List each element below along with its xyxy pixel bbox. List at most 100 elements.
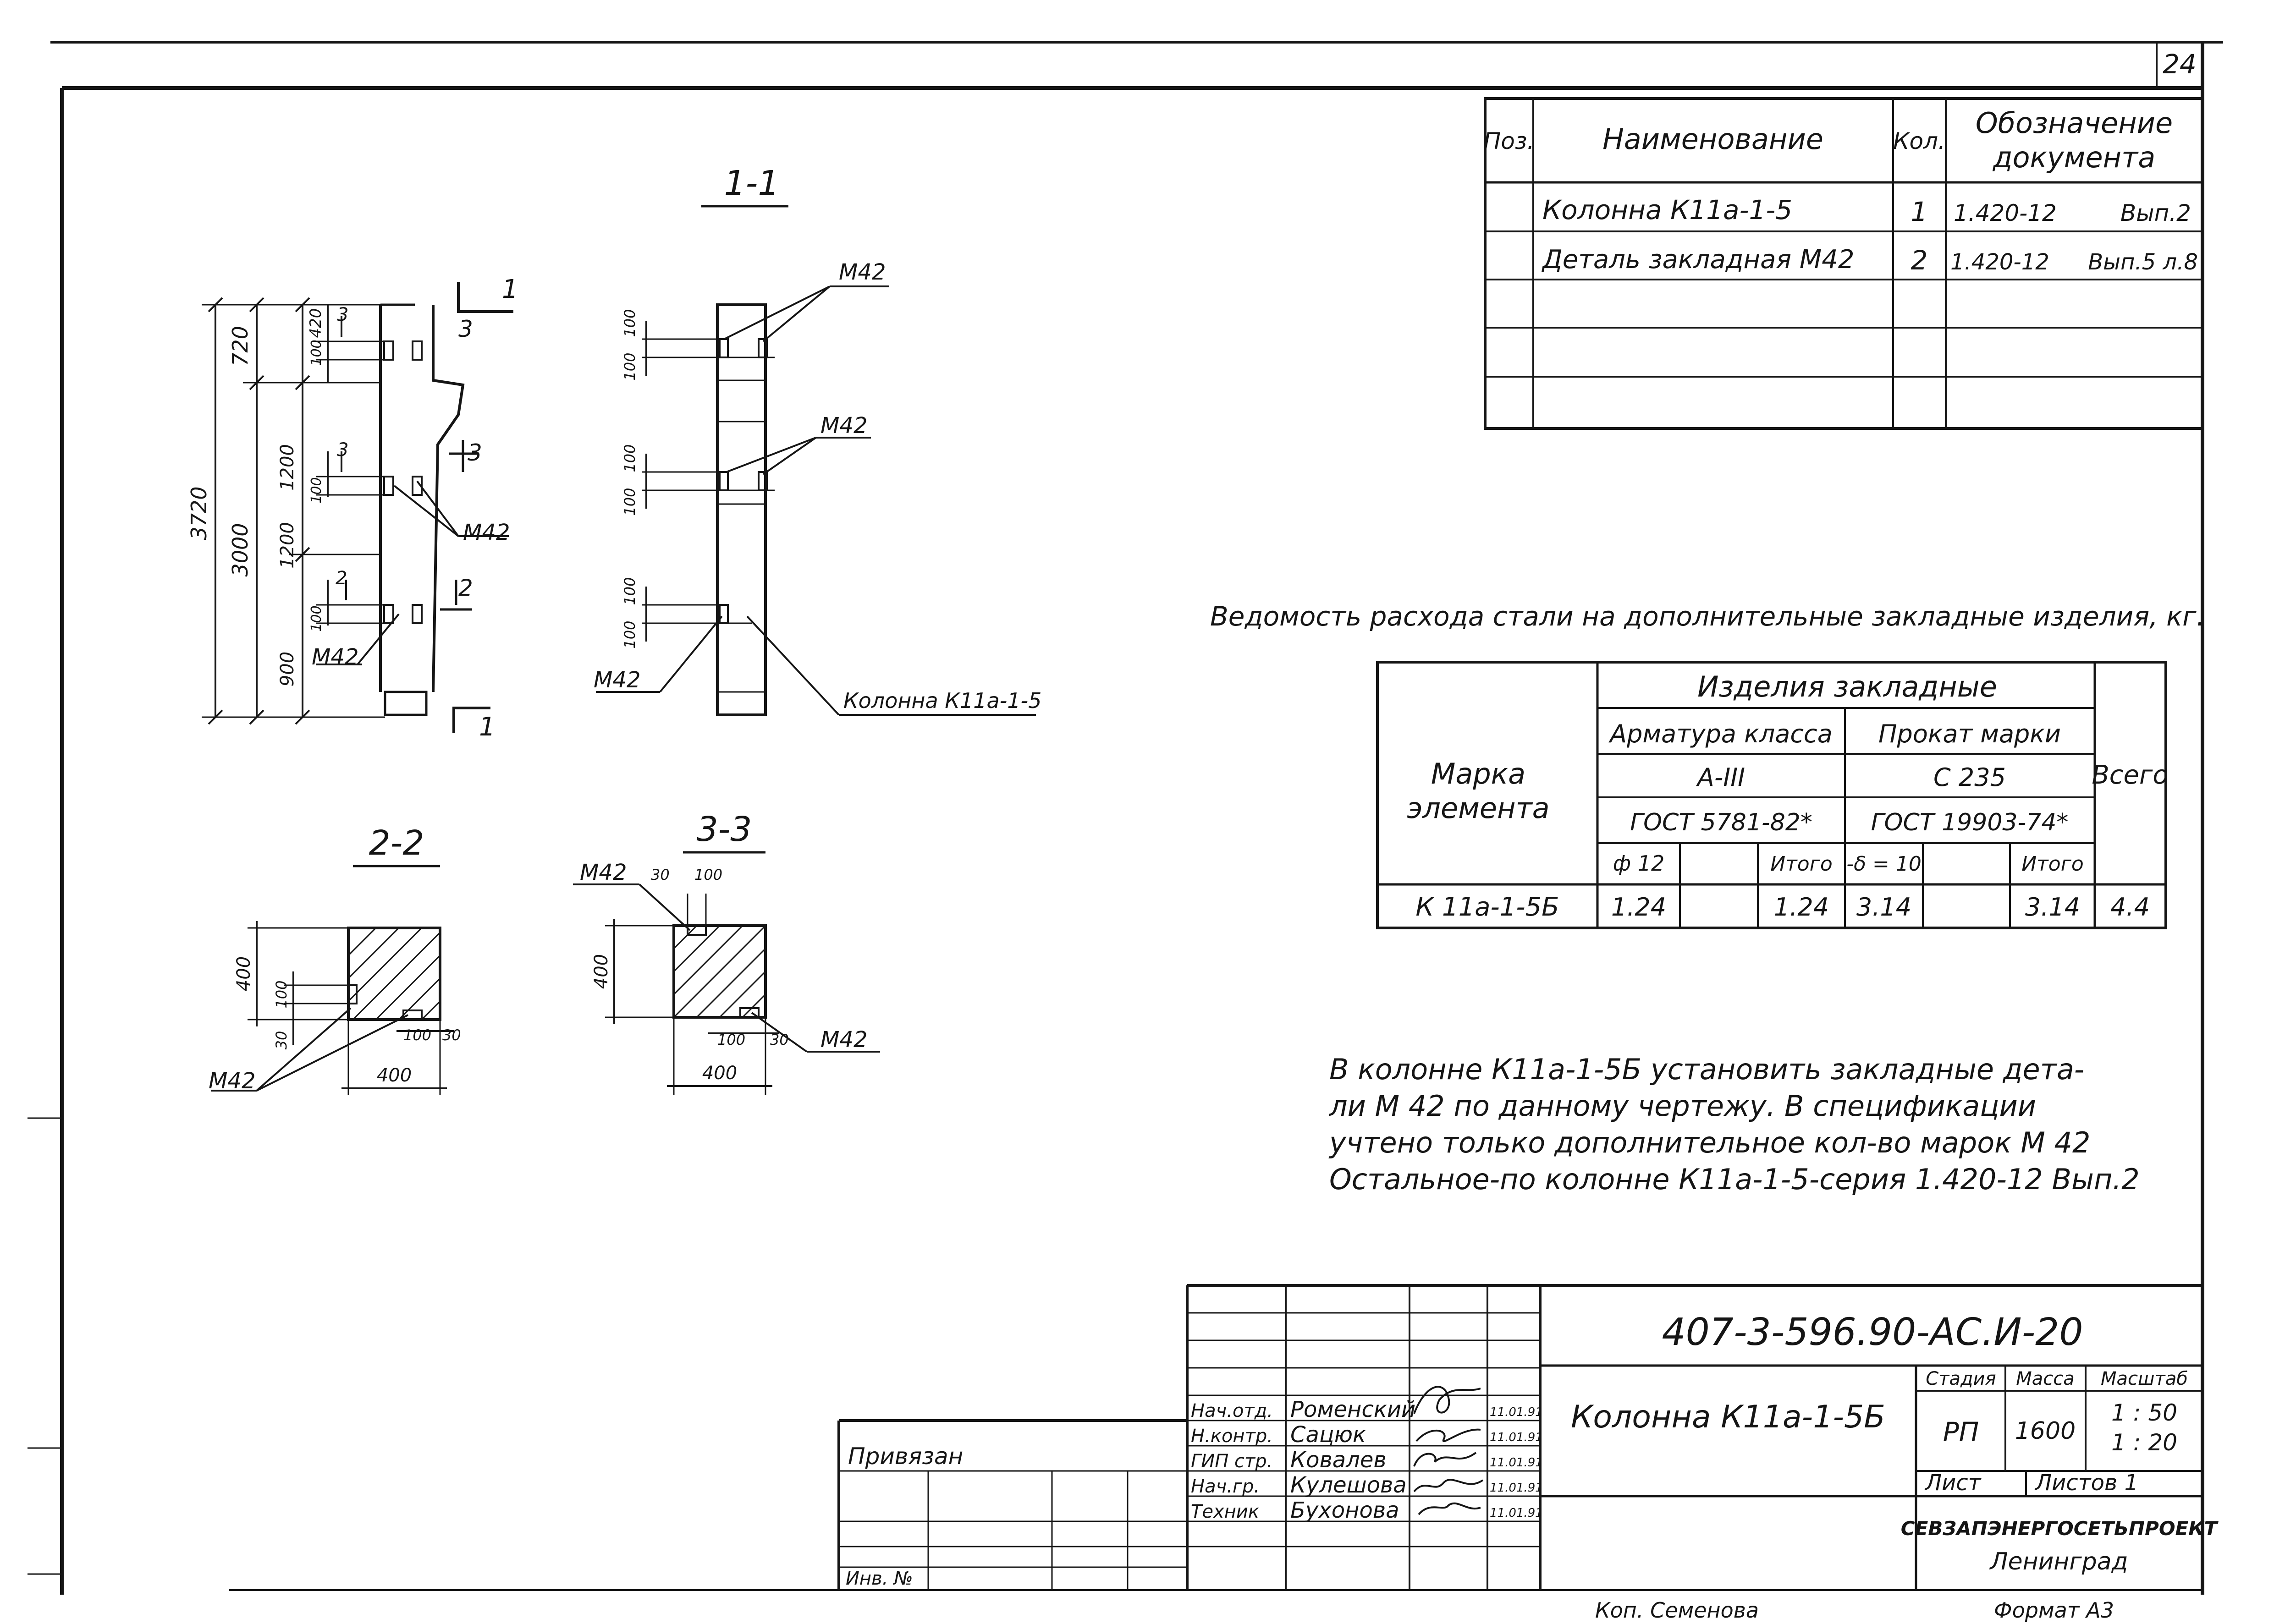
sig-name-2: Сацюк	[1290, 1422, 1366, 1448]
spec-row-2-qty: 2	[1911, 245, 1928, 276]
section-1-1-title: 1-1	[724, 164, 780, 203]
cut-mark-3-d: 3	[337, 439, 348, 461]
s11-dim-100-d: 100	[621, 488, 639, 516]
dim-100-c: 100	[308, 605, 325, 631]
title-block-mass-label: Масса	[2016, 1368, 2075, 1389]
s33-dim-30-top: 30	[651, 866, 670, 883]
cut-mark-3-c: 3	[337, 304, 348, 325]
s22-dim-30-h: 30	[442, 1026, 461, 1044]
dim-420: 420	[307, 308, 325, 338]
spec-row-1-name: Колонна К11а-1-5	[1542, 194, 1792, 225]
elev-part-label-2: М42	[312, 644, 359, 670]
title-block-copied: Коп. Семенова	[1595, 1598, 1759, 1623]
spec-row-2-name: Деталь закладная М42	[1541, 245, 1854, 274]
spec-row-2-issue: Вып.5 л.8	[2088, 249, 2198, 275]
steel-col-element-1: Марка	[1431, 757, 1525, 790]
cut-mark-1-top: 1	[502, 274, 518, 304]
spec-row-2-doc: 1.420-12	[1950, 249, 2049, 275]
sig-role-2: Н.контр.	[1191, 1426, 1273, 1447]
s11-part-label-1: М42	[839, 259, 886, 285]
sig-role-3: ГИП стр.	[1191, 1451, 1272, 1472]
steel-statement-title: Ведомость расхода стали на дополнительны…	[1210, 601, 2205, 632]
s11-dim-100-f: 100	[621, 620, 639, 648]
dim-100-b: 100	[308, 477, 325, 503]
title-block-mass: 1600	[2015, 1417, 2076, 1445]
s11-part-label-3: М42	[594, 667, 641, 693]
s22-part-label: М42	[209, 1068, 256, 1094]
title-block-privyazan: Привязан	[848, 1443, 963, 1470]
sig-date-4: 11.01.91	[1490, 1481, 1543, 1495]
column-elevation	[202, 282, 513, 733]
steel-group: Изделия закладные	[1697, 670, 1997, 703]
s33-part-label-1: М42	[580, 860, 627, 885]
title-block-format: Формат А3	[1994, 1598, 2114, 1623]
s22-dim-100-h: 100	[403, 1026, 431, 1044]
dim-720: 720	[228, 326, 253, 366]
s33-dim-100-h: 100	[717, 1031, 745, 1048]
steel-row-delta: 3.14	[1856, 893, 1911, 922]
dim-1200-top: 1200	[277, 444, 298, 491]
cut-mark-2: 2	[458, 575, 473, 601]
section-1-1	[596, 205, 1036, 716]
steel-row-itogo-2: 3.14	[2025, 893, 2080, 922]
steel-row-total: 4.4	[2110, 893, 2150, 922]
title-block-org: СЕВЗАПЭНЕРГОСЕТЬПРОЕКТ	[1901, 1517, 2219, 1540]
steel-row-itogo-1: 1.24	[1774, 893, 1829, 922]
title-block-title: Колонна К11а-1-5Б	[1571, 1399, 1885, 1435]
title-block-inv: Инв. №	[846, 1568, 913, 1589]
spec-header-name: Наименование	[1602, 122, 1823, 156]
s22-dim-400-h: 400	[377, 1065, 412, 1086]
steel-col-element-2: элемента	[1407, 791, 1549, 825]
steel-rolled-gost: ГОСТ 19903-74*	[1871, 809, 2069, 836]
spec-table	[1484, 97, 2204, 430]
steel-rebar-gost: ГОСТ 5781-82*	[1630, 809, 1812, 836]
sig-date-2: 11.01.91	[1490, 1431, 1543, 1444]
handwritten-signatures	[1413, 1386, 1484, 1515]
s11-dim-100-a: 100	[621, 309, 639, 337]
elev-part-label-1: М42	[463, 520, 510, 545]
dim-3000: 3000	[228, 523, 253, 576]
cut-mark-3-b: 3	[468, 439, 482, 466]
spec-row-1-qty: 1	[1911, 196, 1928, 227]
spec-header-doc-1: Обозначение	[1976, 106, 2173, 140]
section-3-3-title: 3-3	[697, 810, 752, 849]
title-block-stage: РП	[1943, 1416, 1979, 1448]
title-block-city: Ленинград	[1989, 1548, 2128, 1575]
note-line-1: В колонне К11а-1-5Б установить закладные…	[1329, 1053, 2084, 1086]
s11-dim-100-c: 100	[621, 444, 639, 472]
cut-mark-3-a: 3	[458, 316, 473, 342]
section-2-2-title: 2-2	[369, 823, 424, 863]
s33-dim-400-v: 400	[591, 954, 612, 989]
s33-dim-400-h: 400	[702, 1063, 737, 1084]
sig-name-3: Ковалев	[1290, 1447, 1387, 1473]
steel-rolled-label: Прокат марки	[1878, 719, 2061, 748]
title-block	[837, 1284, 2202, 1590]
s33-part-label-2: М42	[820, 1027, 868, 1053]
sig-name-1: Роменский	[1290, 1397, 1415, 1422]
sig-role-4: Нач.гр.	[1191, 1476, 1260, 1497]
title-block-scale-1: 1 : 50	[2111, 1399, 2177, 1426]
s11-dim-100-b: 100	[621, 352, 639, 380]
spec-header-pos: Поз.	[1484, 128, 1535, 154]
dim-1200-mid: 1200	[277, 522, 298, 569]
spec-row-1-doc: 1.420-12	[1954, 200, 2057, 226]
sig-name-5: Бухонова	[1290, 1498, 1399, 1523]
steel-rolled-grade: С 235	[1933, 763, 2006, 792]
spec-header-qty: Кол.	[1893, 128, 1945, 154]
spec-header-doc-2: документа	[1993, 141, 2156, 174]
steel-sub-itogo-2: Итого	[2021, 852, 2084, 876]
steel-table	[1376, 661, 2167, 929]
note-line-3: учтено только дополнительное кол-во маро…	[1328, 1126, 2090, 1159]
s33-dim-100-top: 100	[694, 866, 722, 883]
steel-sub-itogo-1: Итого	[1770, 852, 1833, 876]
steel-row-mark: К 11а-1-5Б	[1415, 892, 1559, 922]
dim-3720: 3720	[187, 486, 211, 540]
title-block-sheet-label: Лист	[1924, 1470, 1982, 1496]
sig-name-4: Кулешова	[1290, 1472, 1407, 1498]
section-3-3	[573, 851, 880, 1095]
title-block-scale-label: Масштаб	[2101, 1368, 2188, 1389]
title-block-code: 407-3-596.90-АС.И-20	[1662, 1311, 2083, 1354]
steel-row-phi: 1.24	[1611, 893, 1666, 922]
steel-sub-phi: ф 12	[1613, 851, 1664, 876]
